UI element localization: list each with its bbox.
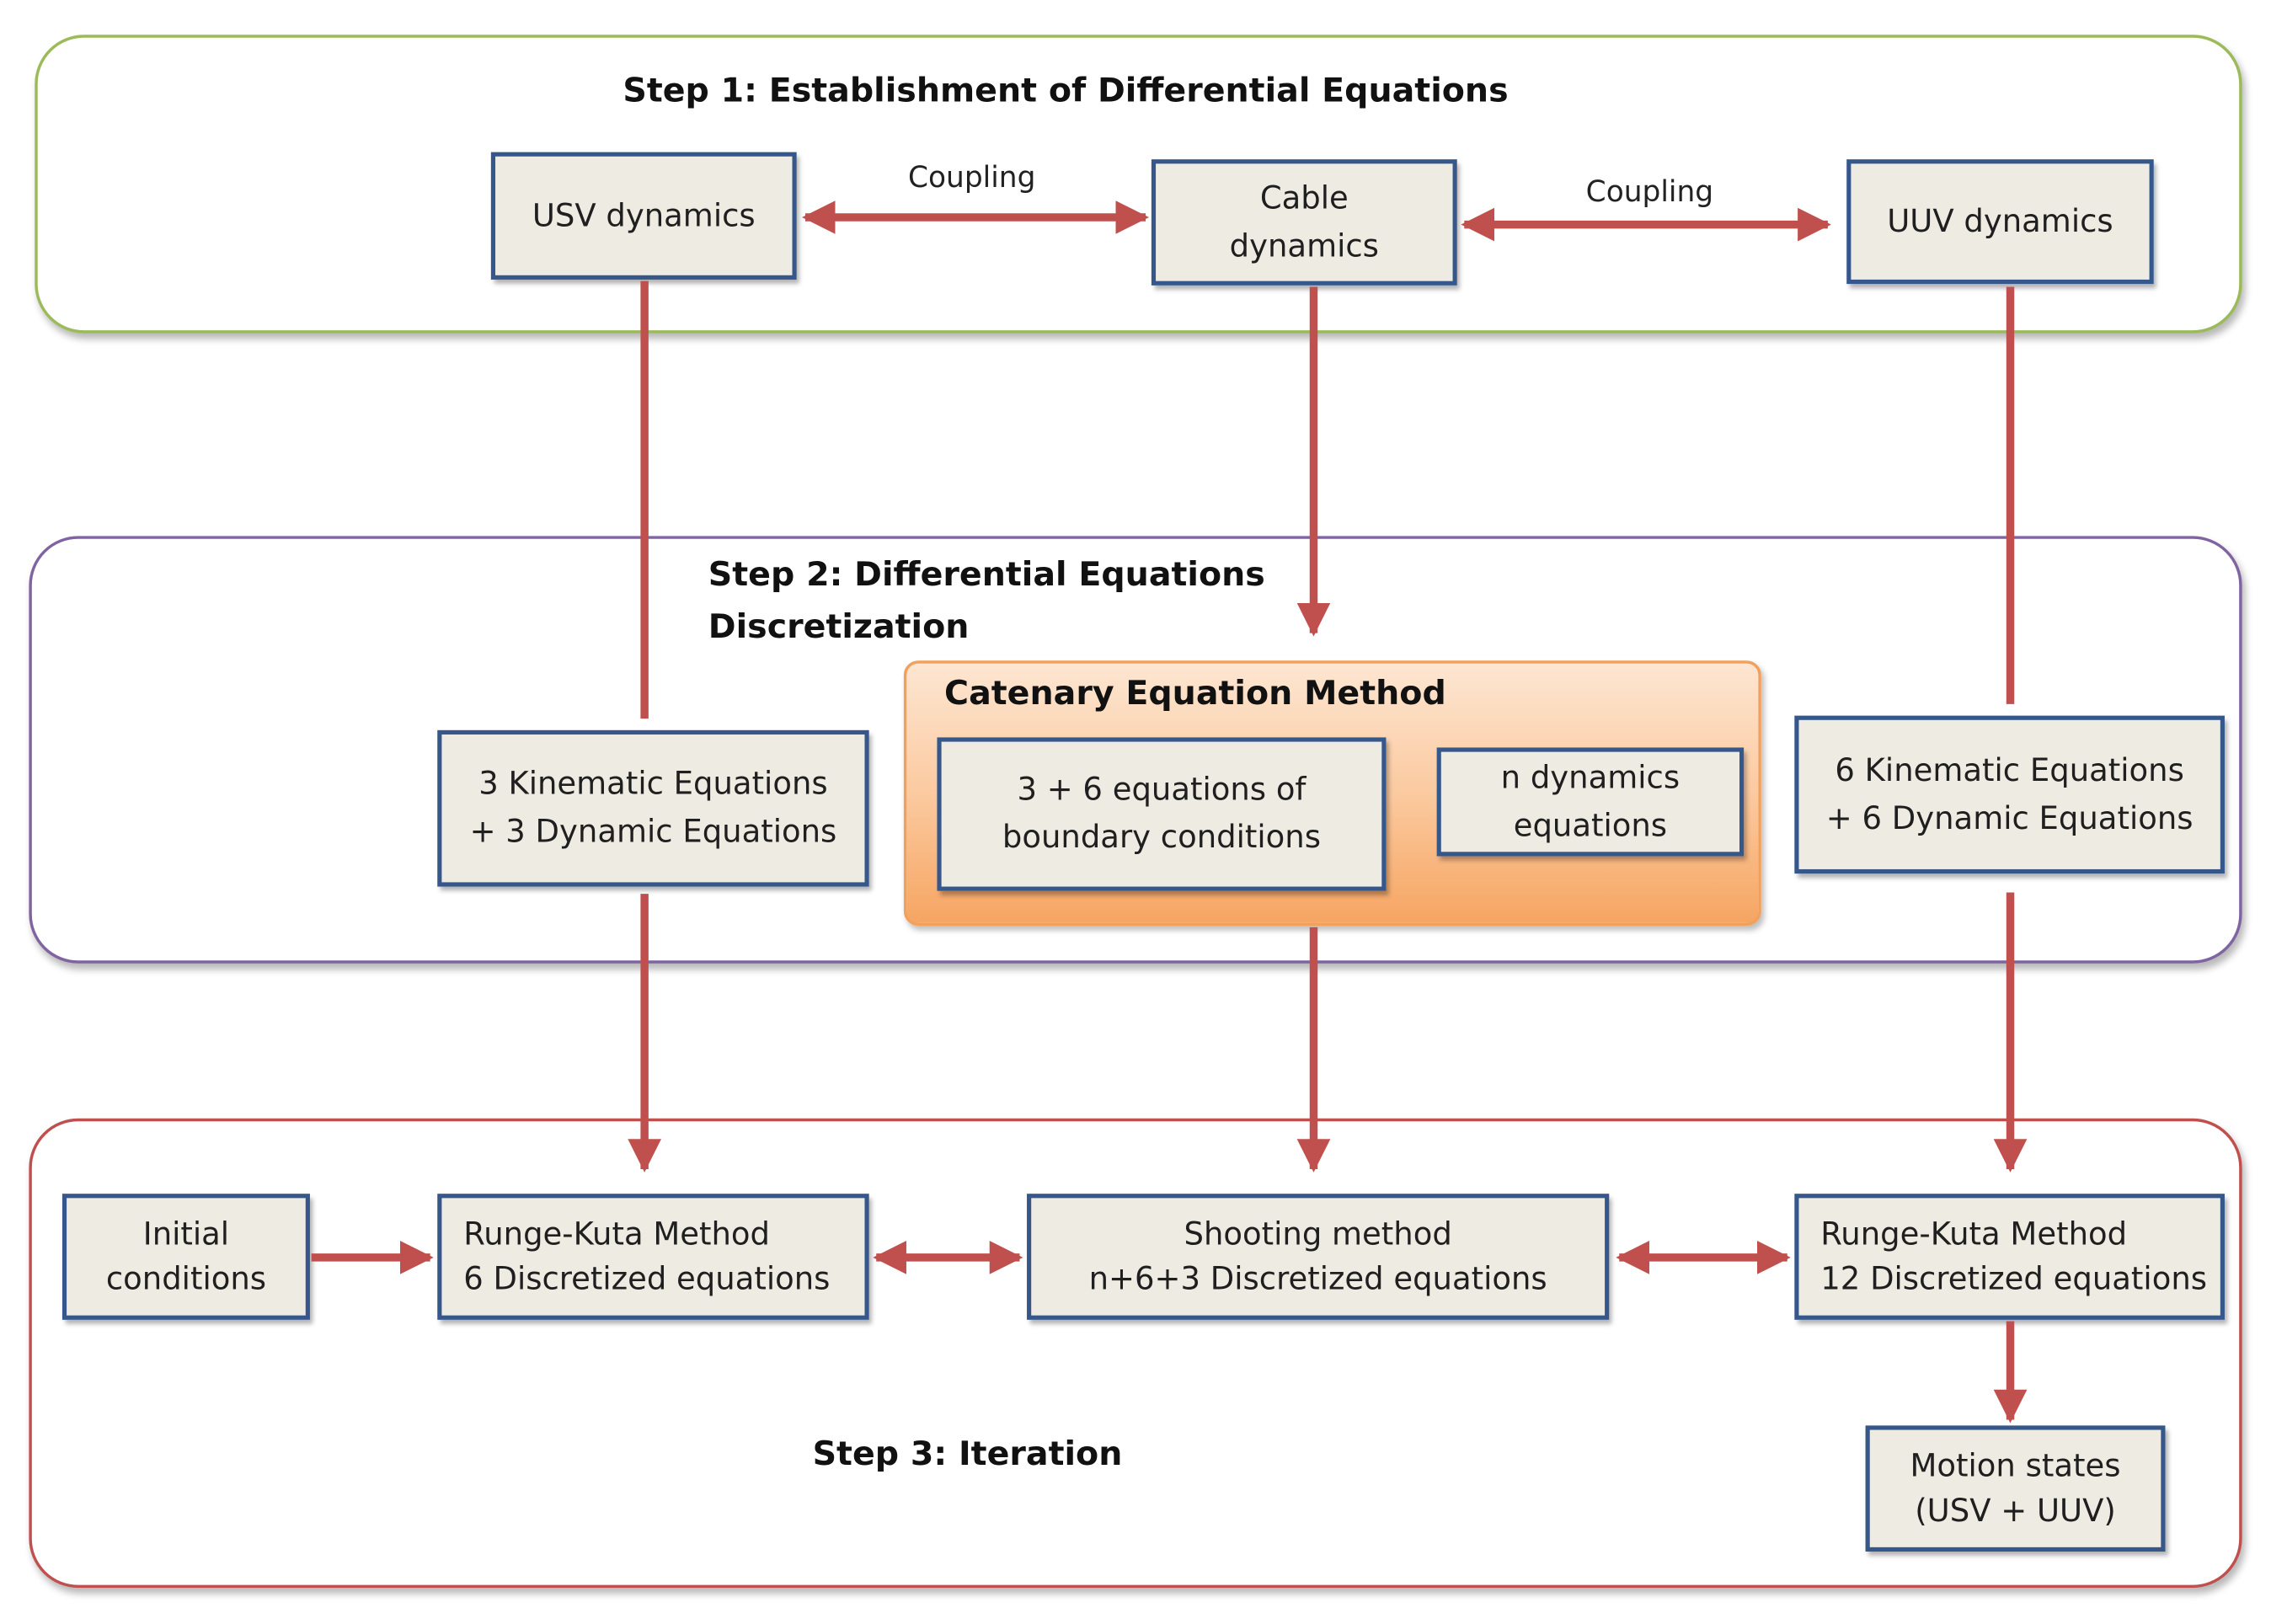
motion-states-node: Motion states (USV + UUV) bbox=[1865, 1425, 2166, 1552]
cable-dynamics-node: Cable dynamics bbox=[1151, 159, 1457, 286]
n-dynamics-node: n dynamics equations bbox=[1436, 747, 1745, 857]
runge-kuta-usv-line2: 6 Discretized equations bbox=[463, 1261, 831, 1298]
usv-dynamics-node: USV dynamics bbox=[490, 152, 797, 280]
initial-conditions-line2: conditions bbox=[105, 1261, 267, 1298]
runge-kuta-uuv-node: Runge-Kuta Method 12 Discretized equatio… bbox=[1794, 1194, 2225, 1320]
step3-title: Step 3: Iteration bbox=[812, 1435, 1123, 1474]
shooting-method-node: Shooting method n+6+3 Discretized equati… bbox=[1027, 1194, 1610, 1320]
uuv-equations-line1: 6 Kinematic Equations bbox=[1835, 752, 2184, 789]
coupling-label-right: Coupling bbox=[1585, 174, 1714, 209]
uuv-dynamics-label: UUV dynamics bbox=[1887, 203, 2113, 240]
n-dynamics-line1: n dynamics bbox=[1500, 760, 1681, 797]
boundary-conditions-line1: 3 + 6 equations of bbox=[1017, 772, 1306, 809]
shooting-method-line1: Shooting method bbox=[1184, 1215, 1452, 1253]
step1-title: Step 1: Establishment of Differential Eq… bbox=[623, 72, 1509, 110]
coupling-label-left: Coupling bbox=[908, 159, 1036, 195]
shooting-method-line2: n+6+3 Discretized equations bbox=[1088, 1261, 1547, 1298]
motion-states-line1: Motion states bbox=[1910, 1448, 2121, 1485]
step2-title-line1: Step 2: Differential Equations bbox=[708, 556, 1265, 595]
n-dynamics-line2: equations bbox=[1513, 807, 1668, 844]
uuv-equations-line2: + 6 Dynamic Equations bbox=[1825, 800, 2194, 837]
runge-kuta-uuv-line2: 12 Discretized equations bbox=[1820, 1261, 2208, 1298]
uuv-equations-node: 6 Kinematic Equations + 6 Dynamic Equati… bbox=[1794, 715, 2225, 874]
runge-kuta-usv-node: Runge-Kuta Method 6 Discretized equation… bbox=[437, 1194, 869, 1320]
boundary-conditions-node: 3 + 6 equations of boundary conditions bbox=[937, 737, 1387, 891]
cable-dynamics-line2: dynamics bbox=[1229, 227, 1379, 264]
usv-equations-line2: + 3 Dynamic Equations bbox=[469, 814, 837, 851]
motion-states-line2: (USV + UUV) bbox=[1915, 1493, 2116, 1530]
runge-kuta-uuv-line1: Runge-Kuta Method bbox=[1820, 1215, 2128, 1253]
usv-dynamics-label: USV dynamics bbox=[532, 197, 756, 234]
step2-title-line2: Discretization bbox=[708, 608, 970, 647]
catenary-method-title: Catenary Equation Method bbox=[944, 675, 1446, 713]
usv-equations-node: 3 Kinematic Equations + 3 Dynamic Equati… bbox=[437, 729, 869, 887]
cable-dynamics-line1: Cable bbox=[1259, 180, 1349, 217]
uuv-dynamics-node: UUV dynamics bbox=[1846, 159, 2154, 285]
initial-conditions-node: Initial conditions bbox=[61, 1194, 310, 1320]
initial-conditions-line1: Initial bbox=[142, 1215, 230, 1253]
boundary-conditions-line2: boundary conditions bbox=[1002, 820, 1321, 857]
step2-title: Step 2: Differential Equations Discretiz… bbox=[708, 549, 1265, 654]
usv-equations-line1: 3 Kinematic Equations bbox=[478, 766, 828, 803]
runge-kuta-usv-line1: Runge-Kuta Method bbox=[463, 1215, 771, 1253]
